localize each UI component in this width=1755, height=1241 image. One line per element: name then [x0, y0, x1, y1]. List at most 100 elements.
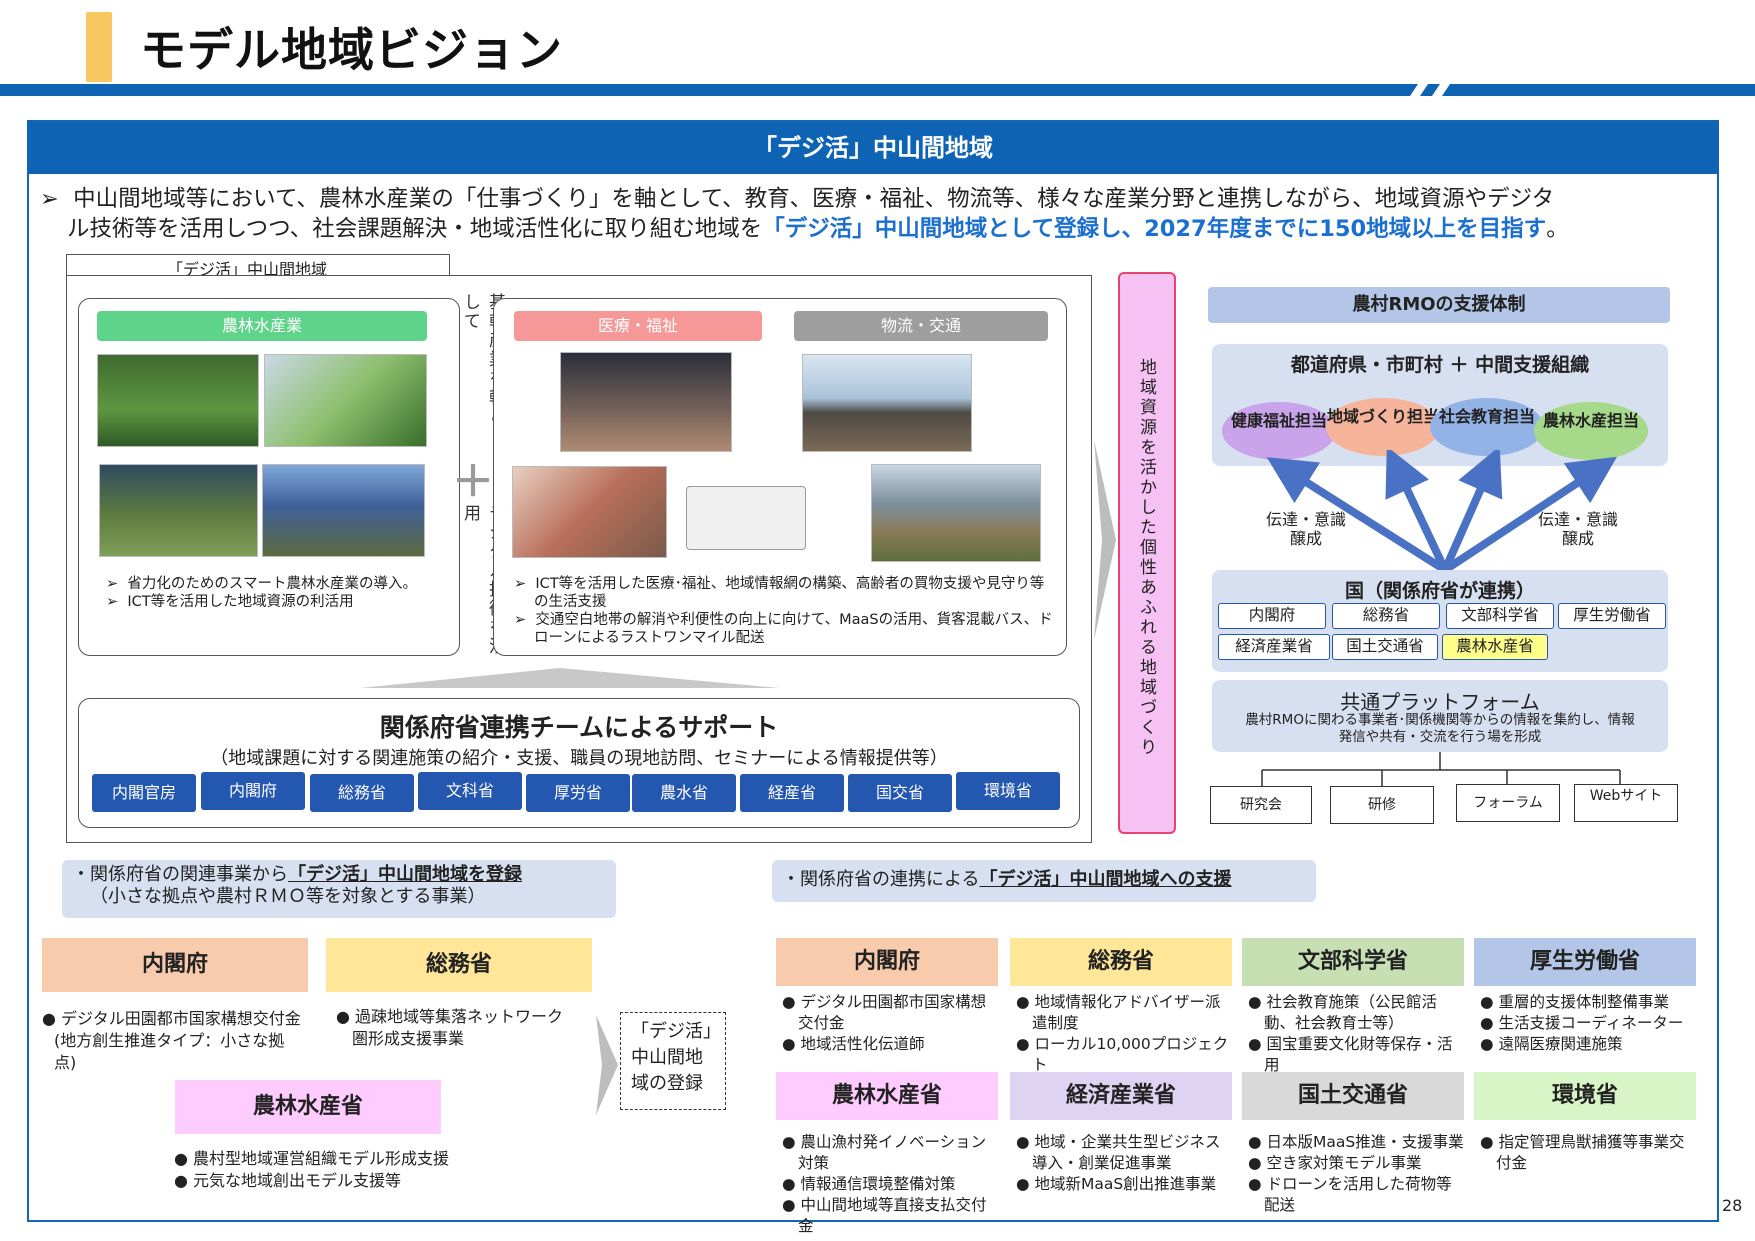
bl-soumu-items: ● 過疎地域等集落ネットワーク圏形成支援事業: [336, 1007, 564, 1048]
output-website: Webサイト: [1574, 784, 1678, 822]
section-banner: 「デジ活」中山間地域: [28, 122, 1718, 174]
br-header-4: 農林水産省: [776, 1072, 998, 1120]
minibus-photo: [871, 464, 1041, 562]
support-up-arrow: [360, 668, 780, 688]
robot-mower-photo: [97, 354, 259, 447]
title-accent-bar: [86, 12, 112, 82]
br-items-1: ● 地域情報化アドバイザー派遣制度● ローカル10,000プロジェクト: [1016, 993, 1229, 1074]
br-header-3: 厚生労働省: [1474, 938, 1696, 986]
bl-note-highlight: 「デジ活」中山間地域を登録: [288, 864, 522, 885]
bl-maff-header: 農林水産省: [175, 1080, 441, 1134]
bl-cabinet-item-1: デジタル田園都市国家構想交付金: [61, 1009, 301, 1028]
br-item-6-1: 空き家対策モデル事業: [1266, 1154, 1422, 1172]
page-number: 28: [1722, 1196, 1743, 1215]
header-divider: [0, 84, 1755, 96]
intro-line2: ル技術等を活用しつつ、社会課題解決・地域活性化に取り組む地域を: [67, 216, 763, 242]
br-item-1-0: 地域情報化アドバイザー派遣制度: [1032, 993, 1221, 1032]
agri-label: 農林水産業: [97, 311, 427, 341]
platform-panel: [1212, 680, 1668, 752]
bl-cabinet-item-2: (地方創生推進タイプ：小さな拠点): [54, 1031, 285, 1072]
br-item-5-1: 地域新MaaS創出推進事業: [1034, 1175, 1217, 1193]
vision-vertical-bar: [1118, 272, 1176, 834]
bl-cabinet-items: ● デジタル田園都市国家構想交付金 (地方創生推進タイプ：小さな拠点): [42, 1009, 301, 1072]
medical-bullet-2: 交通空白地帯の解消や利便性の向上に向けて、MaaSの活用、貨客混載バス、ドローン…: [534, 612, 1053, 646]
intro-text: ➢ 中山間地域等において、農林水産業の「仕事づくり」を軸として、教育、医療・福祉…: [40, 184, 1720, 244]
bl-maff-item-1: 農村型地域運営組織モデル形成支援: [193, 1149, 450, 1168]
oval-agriculture: 農林水産担当: [1534, 402, 1648, 460]
bl-maff-item-2: 元気な地域創出モデル支援等: [193, 1171, 402, 1190]
ministry-btn-mhlw: 厚労省: [526, 774, 630, 812]
oval-health-welfare: 健康福祉担当: [1222, 402, 1336, 460]
br-items-2: ● 社会教育施策（公民館活動、社会教育士等）● 国宝重要文化財等保存・活用: [1248, 993, 1453, 1074]
elderly-shopping-photo: [512, 466, 667, 558]
solar-farm-photo: [262, 464, 425, 557]
tablet-app-image: [686, 486, 806, 550]
ministry-btn-meti: 経産省: [740, 774, 844, 812]
bottom-right-note: ・関係府省の連携による「デジ活」中山間地域への支援: [772, 860, 1316, 902]
br-item-3-2: 遠隔医療関連施策: [1498, 1035, 1623, 1053]
right-transmission-note: 伝達・意識醸成: [1537, 510, 1618, 548]
agri-bullet-2: ICT等を活用した地域資源の利活用: [127, 594, 354, 610]
br-header-2: 文部科学省: [1242, 938, 1464, 986]
br-header-6: 国土交通省: [1242, 1072, 1464, 1120]
br-item-2-0: 社会教育施策（公民館活動、社会教育士等）: [1264, 993, 1437, 1032]
bottom-left-note: ・関係府省の関連事業から「デジ活」中山間地域を登録 （小さな拠点や農村ＲＭＯ等を…: [62, 860, 616, 918]
br-item-2-1: 国宝重要文化財等保存・活用: [1264, 1035, 1453, 1074]
ministry-btn-mlit: 国交省: [848, 774, 952, 812]
chevron-right-icon: [1094, 440, 1116, 640]
br-item-5-0: 地域・企業共生型ビジネス導入・創業促進事業: [1032, 1133, 1221, 1172]
medical-label: 医療・福祉: [514, 311, 762, 341]
national-mhlw: 厚生労働省: [1558, 603, 1666, 629]
medical-bullet-1: ICT等を活用した医療･福祉、地域情報網の構築、高齢者の買物支援や見守り等の生活…: [534, 576, 1045, 610]
bl-note-prefix: ・関係府省の関連事業から: [72, 864, 288, 885]
medical-bullets: ➢ ICT等を活用した医療･福祉、地域情報網の構築、高齢者の買物支援や見守り等の…: [514, 576, 1053, 646]
intro-end: 。: [1546, 216, 1569, 242]
content-frame: [27, 120, 1719, 1222]
rmo-local-title: 都道府県・市町村 ＋ 中間支援組織: [1290, 354, 1590, 376]
support-title: 関係府省連携チームによるサポート: [379, 713, 779, 742]
registration-box: 「デジ活」中山間地域の登録: [620, 1012, 726, 1110]
plus-icon: ＋: [452, 457, 495, 506]
national-title: 国（関係府省が連携）: [1344, 580, 1535, 602]
platform-title: 共通プラットフォーム: [1340, 690, 1540, 714]
br-item-4-2: 中山間地域等直接支払交付金: [798, 1196, 987, 1235]
drone-house-photo: [802, 354, 972, 452]
br-item-4-0: 農山漁村発イノベーション対策: [798, 1133, 987, 1172]
br-item-7-0: 指定管理鳥獣捕獲等事業交付金: [1496, 1133, 1685, 1172]
left-transmission-note: 伝達・意識醸成: [1266, 510, 1347, 548]
page-title: モデル地域ビジョン: [140, 23, 563, 77]
bullet-arrow: ➢: [40, 186, 59, 212]
oval-social-education: 社会教育担当: [1430, 398, 1544, 456]
intro-highlight: 「デジ活」中山間地域として登録し、2027年度までに150地域以上を目指す: [762, 216, 1547, 242]
br-item-6-0: 日本版MaaS推進・支援事業: [1266, 1133, 1464, 1151]
intro-line1: 中山間地域等において、農林水産業の「仕事づくり」を軸として、教育、医療・福祉、物…: [73, 186, 1555, 212]
br-item-6-2: ドローンを活用した荷物等配送: [1264, 1175, 1452, 1214]
br-items-3: ● 重層的支援体制整備事業● 生活支援コーディネーター● 遠隔医療関連施策: [1480, 993, 1684, 1053]
br-header-5: 経済産業省: [1010, 1072, 1232, 1120]
br-header-7: 環境省: [1474, 1072, 1696, 1120]
farmers-photo: [264, 354, 427, 447]
br-header-0: 内閣府: [776, 938, 998, 986]
ministry-btn-maff: 農水省: [632, 774, 736, 812]
platform-description: 農村RMOに関わる事業者･関係機関等からの情報を集約し、情報発信や共有・交流を行…: [1245, 712, 1635, 745]
br-item-0-1: 地域活性化伝道師: [800, 1035, 925, 1053]
br-header-1: 総務省: [1010, 938, 1232, 986]
ministry-btn-mext: 文科省: [418, 772, 522, 810]
national-mext: 文部科学省: [1446, 603, 1554, 629]
output-study-group: 研究会: [1210, 786, 1312, 824]
field-sensor-photo: [99, 464, 258, 557]
br-items-6: ● 日本版MaaS推進・支援事業● 空き家対策モデル事業● ドローンを活用した荷…: [1248, 1133, 1464, 1214]
br-note-highlight: 「デジ活」中山間地域への支援: [979, 869, 1232, 890]
bl-cabinet-header: 内閣府: [42, 938, 308, 992]
ministry-btn-cabinet-secretariat: 内閣官房: [92, 774, 196, 812]
br-items-5: ● 地域・企業共生型ビジネス導入・創業促進事業● 地域新MaaS創出推進事業: [1016, 1133, 1221, 1193]
vision-vertical-text: 地域資源を活かした個性あふれる地域づくり: [1136, 358, 1156, 758]
national-soumu: 総務省: [1332, 603, 1440, 629]
bl-soumu-item-1: 過疎地域等集落ネットワーク圏形成支援事業: [352, 1007, 564, 1048]
br-item-3-0: 重層的支援体制整備事業: [1498, 993, 1669, 1011]
agri-bullets: ➢ 省力化のためのスマート農林水産業の導入。 ➢ ICT等を活用した地域資源の利…: [106, 576, 417, 610]
br-item-4-1: 情報通信環境整備対策: [800, 1175, 956, 1193]
rmo-arrows: [1266, 450, 1618, 574]
logistics-label: 物流・交通: [794, 311, 1048, 341]
br-item-1-1: ローカル10,000プロジェクト: [1032, 1035, 1229, 1074]
